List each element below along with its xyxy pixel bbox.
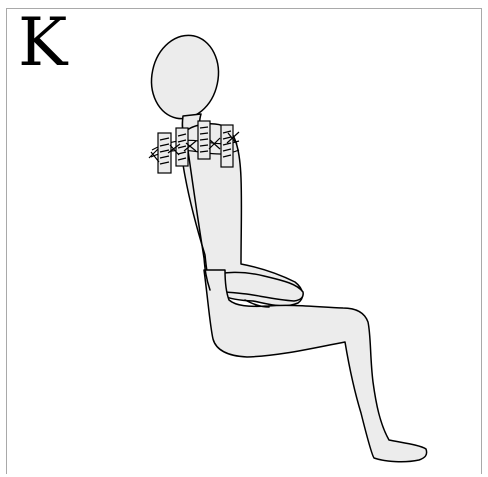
head (144, 29, 226, 125)
sensor-block-right (221, 125, 233, 167)
